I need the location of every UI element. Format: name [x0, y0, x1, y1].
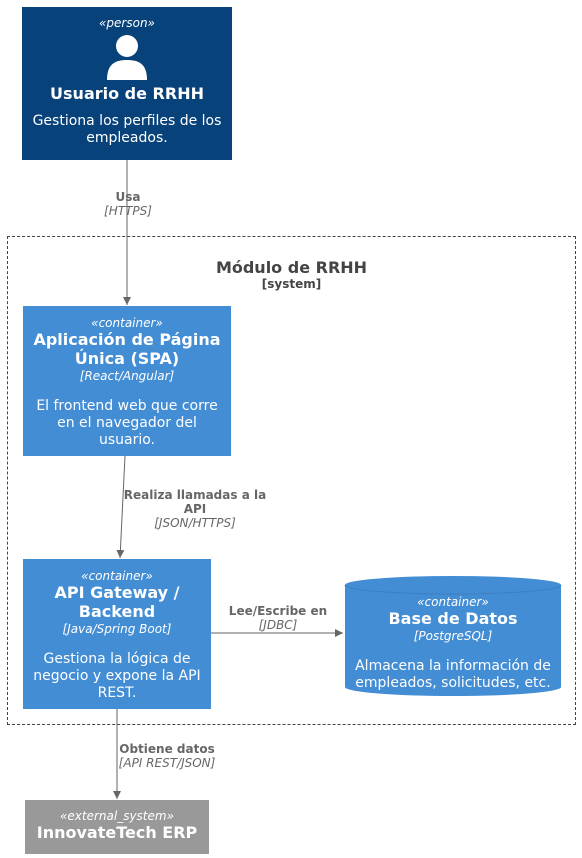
- read-write-label: Lee/Escribe en: [228, 604, 328, 618]
- api-title: API Gateway / Backend: [54, 583, 180, 621]
- person-icon: [22, 34, 232, 82]
- database-description: Almacena la información de empleados, so…: [355, 658, 551, 691]
- api-stereotype: «container»: [81, 569, 153, 583]
- read-write-relation-label: Lee/Escribe en [JDBC]: [222, 604, 334, 632]
- person-stereotype: «person»: [99, 16, 155, 30]
- api-calls-label: Realiza llamadas a la API: [123, 488, 267, 516]
- read-write-technology: [JDBC]: [258, 618, 298, 632]
- api-calls-arrow: [116, 455, 126, 559]
- person-title: Usuario de RRHH: [50, 84, 204, 103]
- spa-technology: [React/Angular]: [79, 369, 175, 383]
- uses-technology: [HTTPS]: [104, 204, 152, 218]
- container-database: «container» Base de Datos [PostgreSQL] A…: [344, 575, 562, 697]
- fetch-relation-label: Obtiene datos [API REST/JSON]: [112, 742, 222, 770]
- spa-title: Aplicación de Página Única (SPA): [33, 330, 221, 368]
- person-hr-user: «person» Usuario de RRHH Gestiona los pe…: [22, 7, 232, 160]
- container-spa: «container» Aplicación de Página Única (…: [23, 306, 231, 456]
- external-system-erp: «external_system» InnovateTech ERP: [25, 800, 209, 854]
- api-calls-relation-label: Realiza llamadas a la API [JSON/HTTPS]: [118, 488, 272, 530]
- fetch-technology: [API REST/JSON]: [118, 756, 216, 770]
- erp-stereotype: «external_system»: [60, 809, 174, 823]
- database-technology: [PostgreSQL]: [413, 629, 493, 643]
- api-description: Gestiona la lógica de negocio y expone l…: [33, 651, 201, 701]
- boundary-type: [system]: [261, 277, 322, 291]
- api-technology: [Java/Spring Boot]: [62, 622, 172, 636]
- person-description: Gestiona los perfiles de los empleados.: [32, 113, 222, 146]
- uses-relation-label: Usa [HTTPS]: [100, 190, 156, 218]
- database-stereotype: «container»: [417, 595, 489, 609]
- database-cylinder-icon: [344, 576, 562, 696]
- database-title: Base de Datos: [388, 609, 518, 628]
- boundary-title: Módulo de RRHH: [215, 258, 368, 277]
- spa-description: El frontend web que corre en el navegado…: [36, 398, 218, 448]
- api-calls-technology: [JSON/HTTPS]: [154, 516, 236, 530]
- container-api-gateway: «container» API Gateway / Backend [Java/…: [23, 559, 211, 709]
- uses-label: Usa: [115, 190, 141, 204]
- system-boundary: Módulo de RRHH [system]: [7, 236, 576, 725]
- spa-stereotype: «container»: [91, 316, 163, 330]
- erp-title: InnovateTech ERP: [36, 823, 198, 842]
- fetch-label: Obtiene datos: [119, 742, 215, 756]
